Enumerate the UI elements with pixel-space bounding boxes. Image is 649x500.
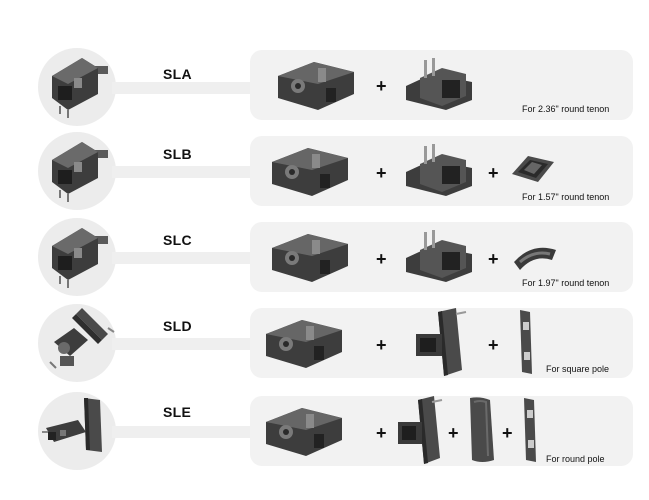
component-caption: For square pole	[546, 364, 610, 374]
curved-pole-plate-icon	[470, 397, 494, 462]
component-caption: For round pole	[546, 454, 605, 464]
plus-sign: +	[376, 163, 387, 183]
plus-sign: +	[376, 249, 387, 269]
model-code: SLB	[163, 146, 192, 162]
reducer-sleeve-icon	[514, 247, 556, 270]
components-panel: + + For 1.57" round tenon	[250, 136, 633, 206]
component-caption: For 1.97" round tenon	[522, 278, 610, 288]
row-connector	[112, 338, 252, 350]
mounting-bracket-icon	[266, 408, 342, 456]
assembled-mount-icon	[42, 398, 102, 452]
components-panel: + + For square pole	[250, 308, 633, 378]
mounting-bracket-icon	[272, 148, 348, 196]
mounting-bracket-icon	[278, 62, 354, 110]
plus-sign: +	[488, 163, 499, 183]
assembled-mount-thumbnail	[38, 392, 116, 470]
tenon-adapter-icon	[406, 144, 472, 196]
reducer-sleeve-icon	[512, 156, 554, 182]
plus-sign: +	[376, 335, 387, 355]
row-connector	[112, 252, 252, 264]
model-code: SLC	[163, 232, 192, 248]
pole-clamp-plate-icon	[398, 396, 443, 464]
components-panel: + For 2.36" round tenon	[250, 50, 633, 120]
assembled-mount-thumbnail	[38, 218, 116, 296]
plus-sign: +	[376, 423, 387, 443]
tenon-adapter-icon	[406, 58, 472, 110]
model-code: SLD	[163, 318, 192, 334]
mount-option-row: SLE + + + For round pole	[0, 392, 649, 472]
mounting-bracket-icon	[272, 234, 348, 282]
assembled-mount-icon	[52, 142, 108, 202]
row-connector	[112, 426, 252, 438]
components-panel: + + For 1.97" round tenon	[250, 222, 633, 292]
pole-strap-icon	[520, 310, 532, 374]
assembled-mount-icon	[49, 308, 115, 369]
component-caption: For 2.36" round tenon	[522, 104, 610, 114]
mount-option-row: SLD + + For square pole	[0, 304, 649, 384]
row-connector	[112, 166, 252, 178]
mount-option-row: SLC + + For 1.97" round tenon	[0, 218, 649, 298]
assembled-mount-icon	[52, 228, 108, 288]
assembled-mount-thumbnail	[38, 132, 116, 210]
assembled-mount-icon	[52, 58, 108, 118]
plus-sign: +	[448, 423, 459, 443]
assembled-mount-thumbnail	[38, 48, 116, 126]
component-caption: For 1.57" round tenon	[522, 192, 610, 202]
plus-sign: +	[488, 249, 499, 269]
components-panel: + + + For round pole	[250, 396, 633, 466]
mount-option-row: SLB + + For 1.57" round tenon	[0, 132, 649, 212]
row-connector	[112, 82, 252, 94]
tenon-adapter-icon	[406, 230, 472, 282]
mount-option-row: SLA + For 2.36" round tenon	[0, 48, 649, 128]
plus-sign: +	[502, 423, 513, 443]
assembled-mount-thumbnail	[38, 304, 116, 382]
pole-clamp-plate-icon	[416, 308, 467, 376]
plus-sign: +	[376, 76, 387, 96]
model-code: SLA	[163, 66, 192, 82]
mounting-bracket-icon	[266, 320, 342, 368]
plus-sign: +	[488, 335, 499, 355]
pole-strap-icon	[524, 398, 536, 462]
model-code: SLE	[163, 404, 192, 420]
